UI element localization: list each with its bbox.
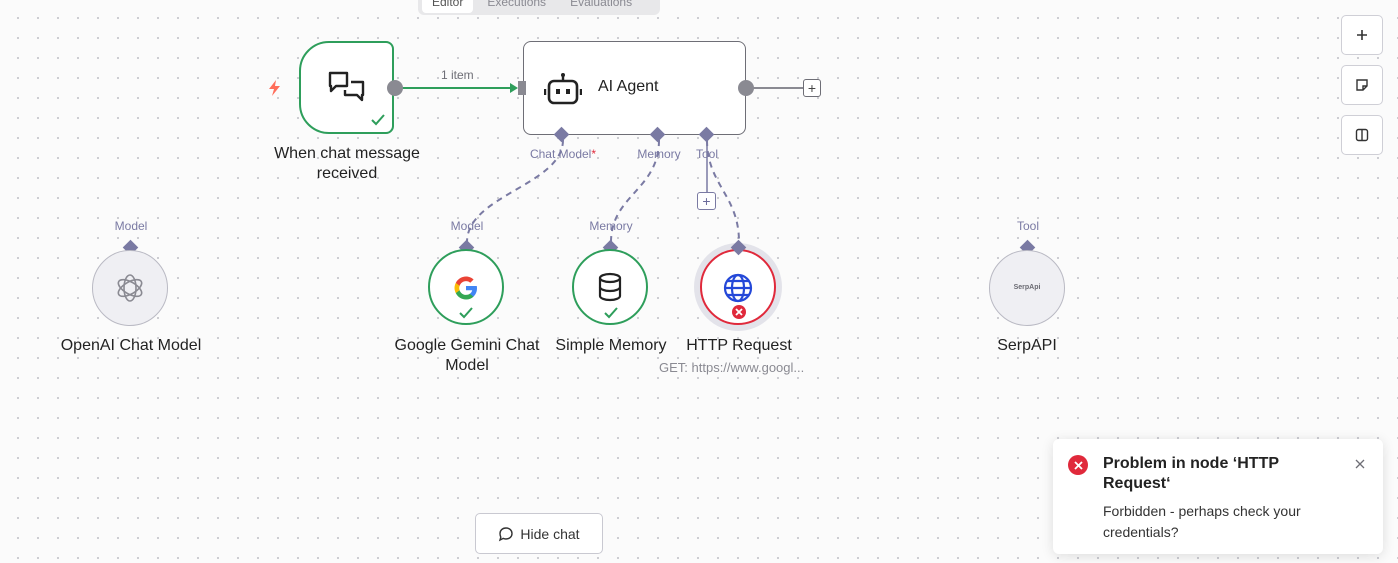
openai-icon [117, 274, 143, 302]
http-error-icon [732, 305, 746, 319]
toast-close-button[interactable] [1352, 456, 1368, 472]
chat-trigger-node[interactable] [299, 41, 394, 134]
tab-editor[interactable]: Editor [422, 0, 474, 13]
tool-port-label: Tool [695, 147, 718, 161]
view-tabs: Editor Executions Evaluations [418, 0, 660, 15]
hide-chat-label: Hide chat [520, 525, 580, 542]
openai-chat-model-node[interactable] [92, 250, 168, 326]
database-icon [598, 272, 622, 302]
serpapi-logo: SerpApi [1013, 284, 1041, 291]
memory-wire [610, 139, 660, 243]
openai-port-label: Model [114, 219, 148, 233]
memory-port-label: Memory [637, 147, 681, 161]
add-sticky-note-button[interactable] [1341, 65, 1383, 105]
agent-output-handle[interactable] [738, 80, 754, 96]
memory-title: Simple Memory [555, 337, 667, 354]
tool-wire [706, 139, 740, 243]
memory-node-port-label: Memory [589, 219, 633, 233]
chat-model-port-label: Chat Model* [529, 147, 597, 161]
toast-error-icon [1068, 455, 1088, 475]
sticky-note-icon [1356, 79, 1368, 91]
tab-executions[interactable]: Executions [487, 0, 547, 9]
close-icon [1355, 459, 1365, 469]
chat-bubbles-icon [328, 71, 365, 102]
gemini-title: Google Gemini Chat Model [394, 337, 540, 374]
trigger-agent-arrow [510, 83, 518, 93]
robot-icon [544, 73, 582, 105]
serpapi-port-label: Tool [1016, 219, 1039, 233]
globe-icon [723, 273, 753, 303]
tab-evaluations[interactable]: Evaluations [570, 0, 633, 9]
agent-input-handle[interactable] [518, 81, 526, 95]
hide-chat-button[interactable]: Hide chat [475, 513, 603, 554]
plus-icon [1357, 30, 1367, 40]
add-node-button[interactable] [1341, 15, 1383, 55]
serpapi-title: SerpAPI [997, 337, 1057, 354]
trigger-success-check-icon [371, 114, 385, 126]
http-subtitle: GET: https://www.googl... [659, 360, 805, 375]
http-title: HTTP Request [686, 337, 792, 354]
items-count-label: 1 item [441, 68, 474, 82]
chat-icon [499, 526, 514, 541]
trigger-output-handle[interactable] [387, 80, 403, 96]
chat-model-wire [466, 139, 564, 243]
add-tool-button[interactable]: + [697, 192, 716, 210]
toggle-panel-button[interactable] [1341, 115, 1383, 155]
openai-title: OpenAI Chat Model [60, 337, 202, 354]
simple-memory-node[interactable] [572, 249, 648, 325]
trigger-title: When chat message received [274, 145, 420, 182]
error-toast: Problem in node ‘HTTP Request‘ Forbidden… [1053, 439, 1383, 554]
toast-title: Problem in node ‘HTTP Request‘ [1103, 455, 1279, 492]
memory-success-check-icon [604, 307, 618, 319]
gemini-port-label: Model [450, 219, 484, 233]
google-icon [454, 276, 477, 300]
lightning-bolt-icon [269, 80, 280, 96]
agent-title: AI Agent [598, 78, 659, 95]
panel-icon [1355, 128, 1369, 142]
add-next-node-button[interactable]: + [803, 79, 821, 97]
serpapi-node[interactable] [989, 250, 1065, 326]
toast-message: Forbidden - perhaps check your credentia… [1103, 503, 1301, 540]
gemini-success-check-icon [459, 307, 473, 319]
